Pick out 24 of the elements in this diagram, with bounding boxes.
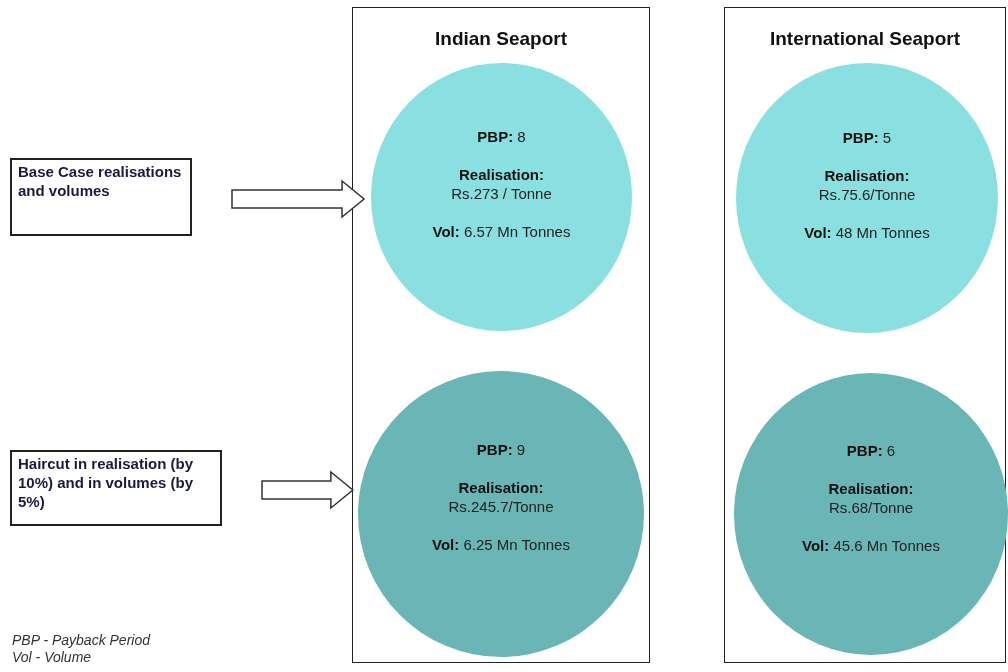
block-arrow: [261, 470, 355, 510]
circle-text: Realisation: Rs.273 / Tonne: [451, 164, 552, 204]
text-box: [10, 450, 222, 526]
panel: [724, 7, 1006, 663]
circle-text: Vol: 6.25 Mn Tonnes: [432, 534, 570, 554]
circle-text: PBP: 5: [842, 128, 892, 148]
box-text: Base Case realisations and volumes: [18, 163, 183, 201]
circle-text: Vol: 6.57 Mn Tonnes: [432, 221, 571, 241]
circle-text: Realisation: Rs.75.6/Tonne: [818, 165, 916, 205]
circle-text: PBP: 6: [846, 441, 896, 461]
block-arrow: [231, 179, 366, 219]
circle-text: Realisation: Rs.245.7/Tonne: [448, 477, 554, 517]
circle-text: Vol: 45.6 Mn Tonnes: [802, 535, 940, 555]
circle-text: Vol: 48 Mn Tonnes: [804, 222, 930, 242]
legend-note: Vol - Volume: [12, 648, 93, 666]
box-text: Haircut in realisation (by 10%) and in volumes (by 5%): [18, 455, 195, 512]
panel: [352, 7, 650, 663]
circle-text: PBP: 9: [476, 440, 526, 460]
circle-text: Realisation: Rs.68/Tonne: [828, 478, 914, 518]
panel-title: International Seaport: [769, 28, 961, 50]
circle-text: PBP: 8: [477, 127, 526, 147]
panel-title: Indian Seaport: [434, 28, 568, 50]
text-box: [10, 158, 192, 236]
legend-note: PBP - Payback Period: [12, 632, 150, 649]
